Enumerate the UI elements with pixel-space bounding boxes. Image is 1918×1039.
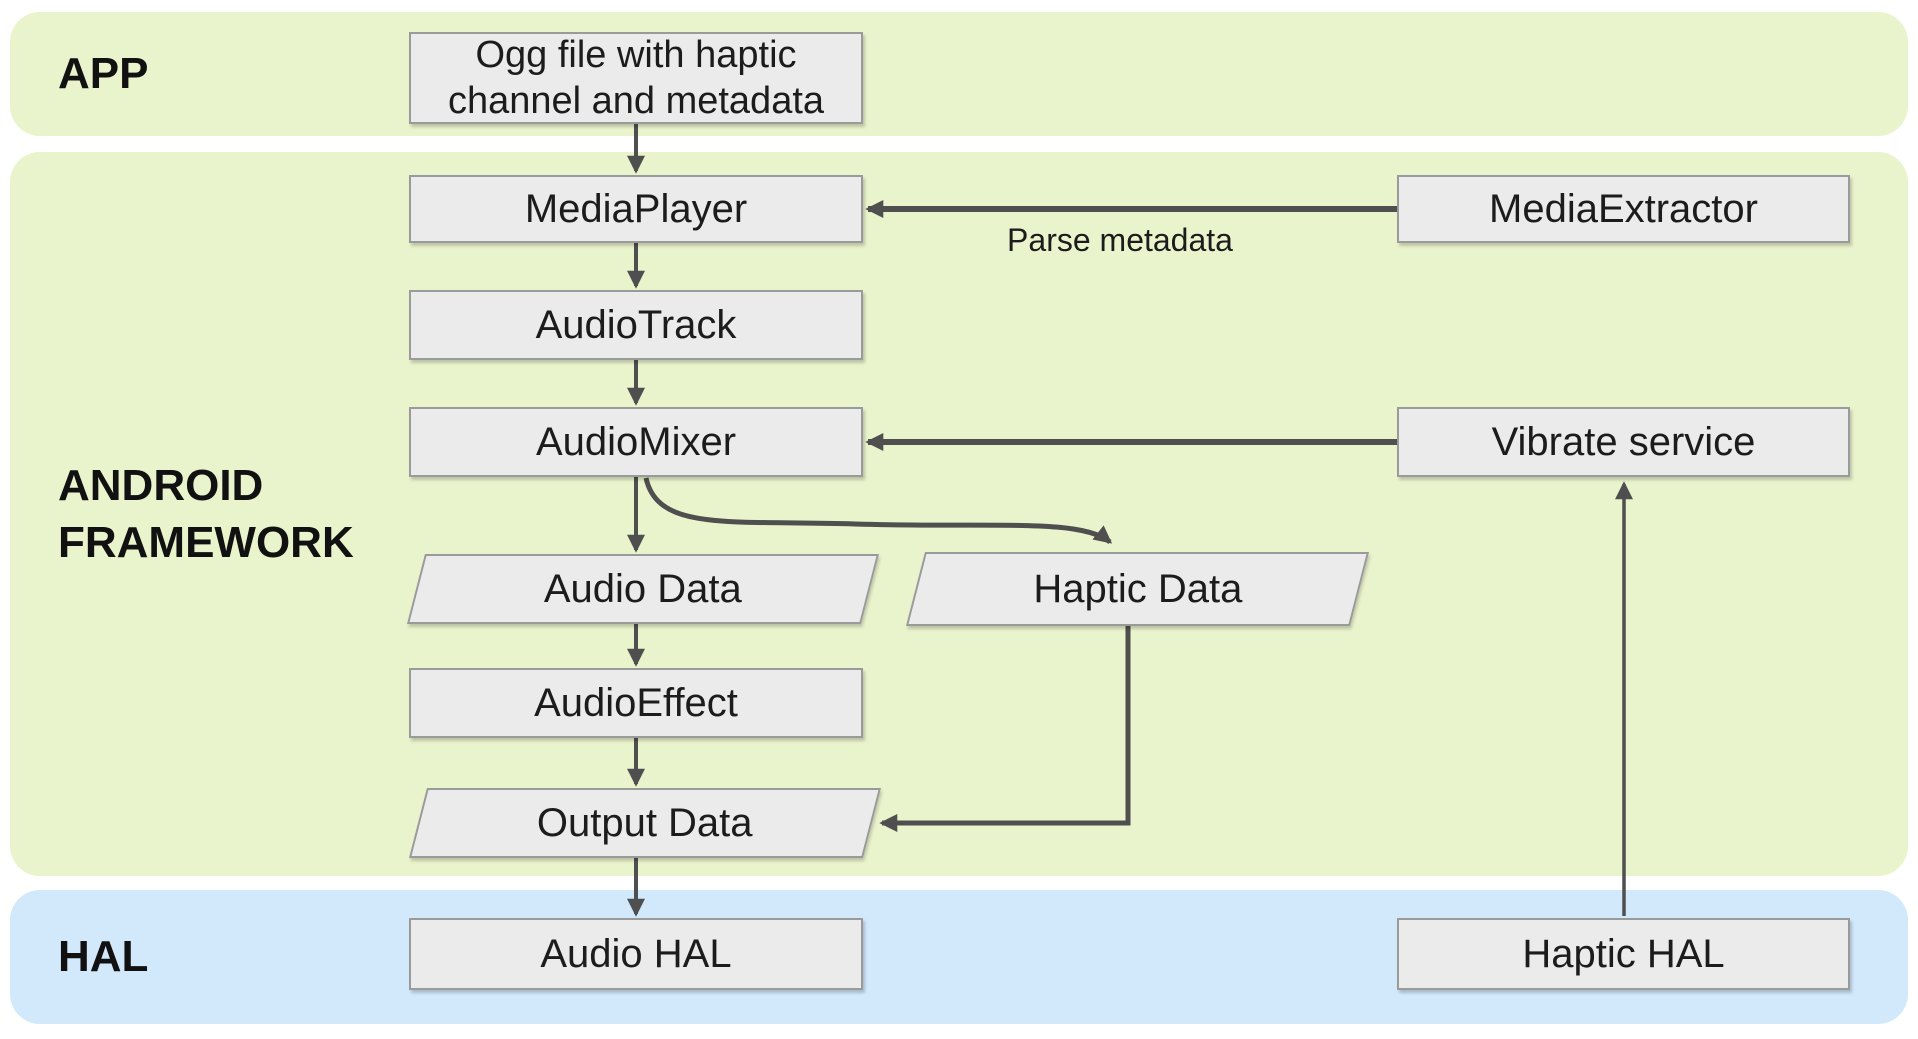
- node-vibrate-service-label: Vibrate service: [1491, 419, 1756, 464]
- node-audio-track: AudioTrack: [409, 290, 863, 360]
- band-android-framework: ANDROID FRAMEWORK: [10, 152, 1908, 876]
- band-hal-label: HAL: [58, 932, 149, 982]
- node-haptic-hal-label: Haptic HAL: [1522, 931, 1725, 976]
- node-audio-data: Audio Data: [407, 554, 879, 624]
- node-audio-hal: Audio HAL: [409, 918, 863, 990]
- node-vibrate-service: Vibrate service: [1397, 407, 1850, 477]
- node-ogg-file-label: Ogg file with haptic channel and metadat…: [447, 33, 825, 122]
- band-app-label: APP: [58, 49, 149, 99]
- node-audio-effect-label: AudioEffect: [534, 680, 738, 725]
- node-output-data-label: Output Data: [537, 800, 753, 845]
- band-android-framework-label: ANDROID FRAMEWORK: [58, 460, 354, 567]
- edge-label-parse-metadata: Parse metadata: [1007, 222, 1233, 258]
- node-audio-hal-label: Audio HAL: [540, 931, 732, 976]
- node-audio-track-label: AudioTrack: [535, 302, 737, 347]
- node-audio-data-label: Audio Data: [544, 566, 742, 611]
- node-haptic-hal: Haptic HAL: [1397, 918, 1850, 990]
- node-audio-mixer-label: AudioMixer: [535, 419, 737, 464]
- node-ogg-file: Ogg file with haptic channel and metadat…: [409, 32, 863, 124]
- band-app: APP: [10, 12, 1908, 136]
- node-output-data: Output Data: [409, 788, 881, 858]
- node-media-player: MediaPlayer: [409, 175, 863, 243]
- node-media-player-label: MediaPlayer: [524, 186, 748, 231]
- node-media-extractor: MediaExtractor: [1397, 175, 1850, 243]
- node-media-extractor-label: MediaExtractor: [1489, 186, 1758, 231]
- node-haptic-data: Haptic Data: [906, 552, 1369, 626]
- node-audio-mixer: AudioMixer: [409, 407, 863, 477]
- node-audio-effect: AudioEffect: [409, 668, 863, 738]
- node-haptic-data-label: Haptic Data: [1033, 566, 1242, 611]
